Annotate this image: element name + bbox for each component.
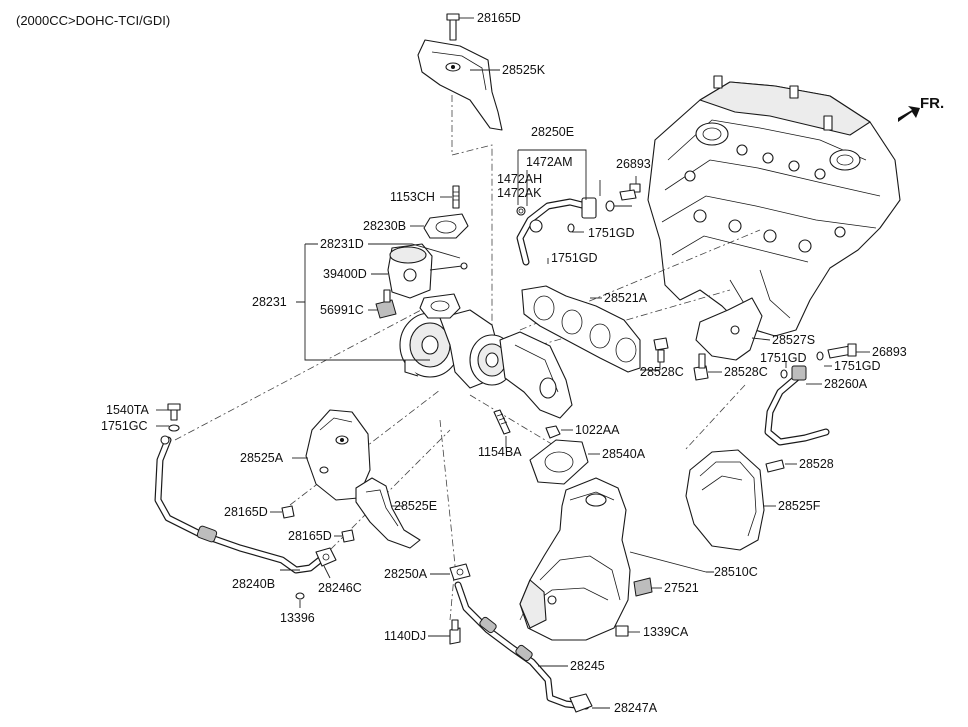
bolt-28528C-right[interactable] — [693, 353, 709, 381]
label-28525F: 28525F — [778, 499, 821, 513]
label-28260A: 28260A — [824, 377, 868, 391]
label-28231: 28231 — [252, 295, 287, 309]
label-28510C: 28510C — [714, 565, 758, 579]
label-28240B: 28240B — [232, 577, 275, 591]
label-27521: 27521 — [664, 581, 699, 595]
engine-block-illustration — [647, 75, 901, 337]
label-28246C: 28246C — [318, 581, 362, 595]
label-28528: 28528 — [799, 457, 834, 471]
label-1540TA: 1540TA — [106, 403, 150, 417]
front-direction-indicator: FR. — [898, 95, 944, 122]
coolant-pipe-28240B[interactable] — [154, 435, 324, 574]
gasket-28540A[interactable] — [529, 439, 589, 485]
label-1751GC: 1751GC — [101, 419, 148, 433]
label-28231D: 28231D — [320, 237, 364, 251]
nut-1022AA[interactable] — [545, 425, 561, 439]
label-1751GD-d: 1751GD — [834, 359, 881, 373]
label-1154BA: 1154BA — [478, 445, 522, 459]
part-labels: 28165D 28525K 28250E 1472AM 1472AH 1472A… — [101, 11, 907, 715]
label-1339CA: 1339CA — [643, 625, 689, 639]
oil-return-pipe-28260A[interactable] — [764, 365, 830, 446]
label-28525K: 28525K — [502, 63, 546, 77]
label-28230B: 28230B — [363, 219, 406, 233]
label-1472AK: 1472AK — [497, 186, 542, 200]
bolts-28165D[interactable] — [281, 505, 355, 543]
gasket-28246C[interactable] — [315, 547, 337, 567]
label-1751GD-c: 1751GD — [760, 351, 807, 365]
gasket-28230B[interactable] — [423, 213, 469, 239]
leader-lines — [156, 17, 870, 709]
label-28250E: 28250E — [531, 125, 574, 139]
bolt-28528[interactable] — [765, 459, 785, 473]
label-28528C-b: 28528C — [724, 365, 768, 379]
washer-1751GC[interactable] — [168, 424, 180, 432]
sensor-56991C[interactable] — [375, 289, 397, 319]
bolt-1140DJ[interactable] — [449, 619, 461, 645]
gasket-28247A[interactable] — [569, 693, 593, 713]
label-13396: 13396 — [280, 611, 315, 625]
eye-bolt-26893-top[interactable] — [619, 183, 641, 201]
wastegate-actuator-39400D[interactable] — [387, 243, 468, 299]
label-1153CH: 1153CH — [390, 190, 435, 204]
label-26893-right: 26893 — [872, 345, 907, 359]
front-direction-label: FR. — [920, 95, 944, 112]
label-28247A: 28247A — [614, 701, 658, 715]
exhaust-manifold[interactable] — [499, 331, 573, 419]
bolt-28528C-left[interactable] — [653, 337, 669, 363]
label-28525A: 28525A — [240, 451, 284, 465]
bolt-28165D-top[interactable] — [446, 13, 460, 41]
label-26893-top: 26893 — [616, 157, 651, 171]
stud-1153CH[interactable] — [452, 185, 460, 209]
oil-pipe-28245[interactable] — [454, 581, 590, 710]
heat-shield-28525E[interactable] — [355, 477, 421, 549]
label-28165D-top: 28165D — [477, 11, 521, 25]
sensor-27521[interactable] — [633, 577, 653, 597]
label-1472AM: 1472AM — [526, 155, 573, 169]
label-1140DJ: 1140DJ — [384, 629, 426, 643]
label-28165D-mid: 28165D — [224, 505, 268, 519]
label-28527S: 28527S — [772, 333, 815, 347]
label-56991C: 56991C — [320, 303, 364, 317]
bracket-28527S[interactable] — [695, 297, 763, 361]
bolt-1540TA[interactable] — [167, 403, 181, 421]
label-28245: 28245 — [570, 659, 605, 673]
engine-spec-title: (2000CC>DOHC-TCI/GDI) — [16, 13, 170, 28]
label-28250A: 28250A — [384, 567, 428, 581]
label-39400D: 39400D — [323, 267, 367, 281]
gasket-28250A[interactable] — [449, 563, 471, 581]
label-28525E: 28525E — [394, 499, 437, 513]
label-28521A: 28521A — [604, 291, 648, 305]
heat-shield-28525A[interactable] — [305, 409, 371, 501]
manifold-gasket-28521A[interactable] — [521, 285, 641, 373]
heat-shield-28525K[interactable] — [417, 39, 503, 131]
nut-1339CA[interactable] — [615, 625, 629, 637]
label-28165D-low: 28165D — [288, 529, 332, 543]
label-1472AH: 1472AH — [497, 172, 542, 186]
label-1022AA: 1022AA — [575, 423, 620, 437]
nut-13396[interactable] — [295, 592, 305, 600]
turbocharger-28231[interactable] — [399, 293, 515, 389]
catalytic-converter-28510C[interactable] — [519, 477, 631, 641]
label-1751GD-b: 1751GD — [551, 251, 598, 265]
eye-bolt-26893-right[interactable] — [827, 343, 857, 359]
stud-1154BA[interactable] — [493, 409, 511, 435]
label-28528C-a: 28528C — [640, 365, 684, 379]
label-28540A: 28540A — [602, 447, 646, 461]
label-1751GD-a: 1751GD — [588, 226, 635, 240]
oil-feed-pipe-28250E[interactable] — [516, 197, 597, 266]
front-arrow-icon — [898, 106, 920, 122]
heat-shield-28525F[interactable] — [685, 449, 765, 551]
washers-1751GD-right[interactable] — [780, 351, 824, 379]
